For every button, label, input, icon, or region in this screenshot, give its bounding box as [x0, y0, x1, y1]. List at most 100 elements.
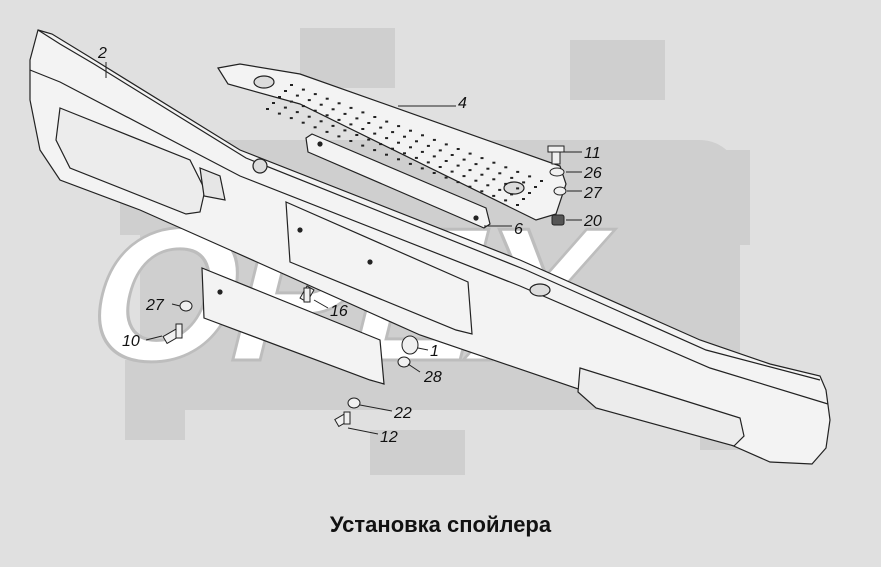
- perforation-hole: [283, 106, 287, 109]
- perforation-hole: [498, 172, 502, 175]
- bolt-center-icon: [299, 285, 315, 303]
- perforation-hole: [355, 117, 359, 120]
- perforation-hole: [289, 100, 293, 103]
- spoiler-bumper: [29, 29, 831, 465]
- perforation-hole: [468, 169, 472, 172]
- perforation-hole: [301, 88, 305, 91]
- perforation-hole: [385, 120, 389, 123]
- perforation-hole: [408, 162, 412, 165]
- perforation-hole: [266, 108, 269, 110]
- perforation-hole: [462, 158, 466, 161]
- perforation-hole: [289, 117, 293, 120]
- perforation-hole: [528, 175, 532, 178]
- perforation-hole: [438, 166, 442, 168]
- perforation-hole: [325, 130, 329, 133]
- perforation-hole: [313, 93, 317, 96]
- perforation-hole: [319, 103, 323, 106]
- bushing-icon: [401, 335, 419, 355]
- perforation-hole: [373, 149, 377, 152]
- perforation-hole: [397, 158, 400, 161]
- perforation-hole: [272, 102, 275, 104]
- perforation-hole: [438, 149, 442, 152]
- perforation-hole: [510, 193, 514, 196]
- perforation-hole: [510, 176, 514, 179]
- perforation-hole: [397, 141, 400, 144]
- perforation-hole: [504, 182, 508, 185]
- perforation-hole: [486, 167, 490, 170]
- perforation-hole: [290, 84, 293, 86]
- perforation-hole: [277, 112, 281, 115]
- perforation-hole: [516, 204, 519, 206]
- callout-10: 10: [122, 333, 140, 350]
- perforation-hole: [516, 187, 520, 190]
- perforation-hole: [361, 128, 365, 130]
- perforation-hole: [415, 140, 418, 143]
- perforation-hole: [414, 156, 418, 159]
- lower-plate: [201, 267, 385, 385]
- perforation-hole: [397, 125, 401, 128]
- perforation-hole: [426, 161, 430, 164]
- perforation-hole: [480, 173, 484, 176]
- callout-27-top: 27: [583, 185, 603, 202]
- spring-washer-left-icon: [179, 300, 193, 312]
- perforation-hole: [379, 143, 383, 146]
- perforation-hole: [504, 199, 508, 202]
- perforation-hole: [409, 129, 412, 132]
- perforation-hole: [313, 126, 317, 129]
- perforation-hole: [450, 154, 454, 156]
- callout-6: 6: [514, 221, 523, 238]
- perforation-hole: [325, 114, 329, 117]
- perforation-hole: [295, 111, 299, 114]
- perforated-plate: [217, 63, 567, 221]
- diagram-caption: Установка спойлера: [329, 512, 552, 537]
- mounting-strip: [305, 133, 491, 229]
- washer-bottom-icon: [347, 397, 361, 409]
- perforation-hole: [468, 152, 472, 155]
- perforation-hole: [450, 170, 454, 173]
- perforation-hole: [343, 129, 347, 132]
- callout-12: 12: [380, 429, 398, 446]
- perforation-hole: [444, 160, 448, 162]
- perforation-hole: [421, 134, 424, 137]
- washer-top-icon: [549, 167, 565, 177]
- perforation-hole: [492, 178, 496, 181]
- perforation-hole: [343, 112, 347, 115]
- perforation-hole: [522, 198, 525, 200]
- washer-center-icon: [397, 356, 411, 368]
- perforation-hole: [319, 120, 323, 123]
- leader-lines: [105, 62, 582, 435]
- perforation-hole: [325, 97, 329, 100]
- perforation-hole: [516, 170, 520, 173]
- perforation-hole: [361, 144, 365, 147]
- perforation-hole: [307, 99, 311, 102]
- fasteners: [162, 145, 567, 428]
- perforation-hole: [337, 102, 341, 105]
- perforation-hole: [361, 111, 365, 114]
- callout-4: 4: [458, 95, 467, 112]
- perforation-hole: [420, 167, 424, 170]
- perforation-hole: [349, 106, 353, 109]
- callout-22: 22: [393, 405, 412, 422]
- perforation-hole: [492, 161, 496, 164]
- perforation-hole: [403, 152, 406, 155]
- callout-28: 28: [423, 369, 442, 386]
- perforation-hole: [480, 157, 484, 160]
- callout-16: 16: [330, 303, 348, 320]
- nut-top-icon: [551, 214, 565, 226]
- perforation-hole: [462, 175, 466, 178]
- bolt-left-icon: [162, 323, 183, 345]
- perforation-hole: [420, 150, 424, 153]
- perforation-hole: [444, 143, 448, 146]
- perforation-hole: [278, 96, 281, 98]
- perforation-hole: [373, 116, 377, 118]
- perforation-hole: [385, 153, 388, 156]
- perforation-hole: [540, 180, 543, 182]
- perforation-hole: [313, 109, 317, 112]
- perforation-hole: [492, 194, 496, 197]
- perforation-hole: [468, 185, 472, 188]
- perforation-hole: [295, 94, 299, 97]
- perforation-hole: [504, 166, 508, 169]
- callout-20: 20: [583, 213, 602, 230]
- perforation-hole: [307, 115, 311, 118]
